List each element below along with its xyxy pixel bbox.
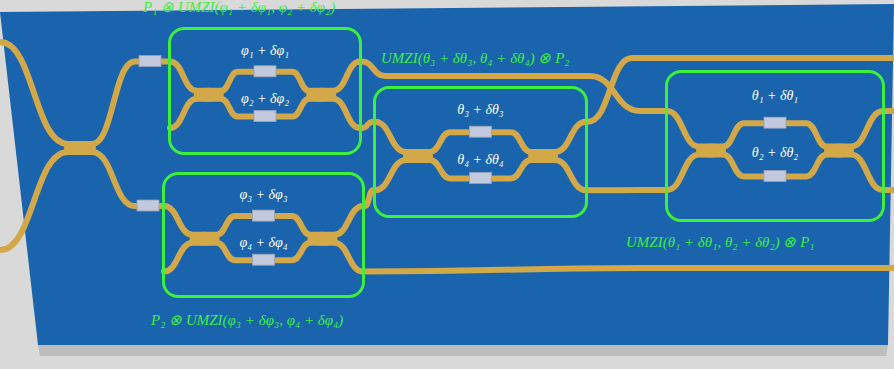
phase-heater xyxy=(764,117,786,128)
chip-edge xyxy=(38,345,888,356)
directional-coupler xyxy=(194,88,224,102)
phase-label: θ₂ + δθ₂ xyxy=(752,144,798,161)
chip-slab xyxy=(0,4,894,345)
mzi-box: P₂ ⊗ UMZI(φ₃ + δφ₃, φ₄ + δφ₄)φ₃ + δφ₃φ₄ … xyxy=(162,172,365,298)
output-waveguide xyxy=(885,108,894,114)
phase-heater xyxy=(254,111,276,122)
phase-label: θ₃ + δθ₃ xyxy=(457,101,503,118)
phase-label: φ₁ + δφ₁ xyxy=(241,42,289,59)
phase-heater xyxy=(253,210,275,221)
phase-heater xyxy=(470,172,492,183)
phase-heater xyxy=(254,66,276,77)
waveguide xyxy=(362,122,373,128)
phase-heater xyxy=(139,56,161,67)
phase-label: φ₂ + δφ₂ xyxy=(241,90,289,107)
directional-coupler xyxy=(528,149,558,163)
phase-heater xyxy=(764,170,786,181)
directional-coupler xyxy=(190,232,220,246)
phase-label: φ₃ + δφ₃ xyxy=(239,186,287,203)
mzi-label: UMZI(θ₃ + δθ₃, θ₄ + δθ₄) ⊗ P₂ xyxy=(381,49,570,67)
directional-coupler xyxy=(403,149,433,163)
output-waveguide xyxy=(365,268,894,272)
directional-coupler xyxy=(307,232,337,246)
output-waveguide xyxy=(885,187,894,193)
waveguide xyxy=(588,187,665,193)
mzi-label: P₁ ⊗ UMZI(φ₁ + δφ₁, φ₂ + δφ₂) xyxy=(143,0,335,16)
phase-label: φ₄ + δφ₄ xyxy=(239,234,287,251)
mzi-box: P₁ ⊗ UMZI(φ₁ + δφ₁, φ₂ + δφ₂)φ₁ + δφ₁φ₂ … xyxy=(168,27,362,155)
mzi-label: P₂ ⊗ UMZI(φ₃ + δφ₃, φ₄ + δφ₄) xyxy=(151,311,343,329)
phase-label: θ₁ + δθ₁ xyxy=(752,87,798,104)
phase-label: θ₄ + δθ₄ xyxy=(457,151,503,168)
mzi-box: UMZI(θ₃ + δθ₃, θ₄ + δθ₄) ⊗ P₂θ₃ + δθ₃θ₄ … xyxy=(373,86,588,218)
input-waveguide xyxy=(0,152,162,250)
phase-heater xyxy=(137,200,159,211)
mzi-label: UMZI(θ₁ + δθ₁, θ₂ + δθ₂) ⊗ P₁ xyxy=(626,233,815,251)
phase-heater xyxy=(470,126,492,137)
mzi-arm xyxy=(667,111,883,147)
input-waveguide xyxy=(0,42,168,144)
waveguide xyxy=(365,190,373,206)
mzi-box: UMZI(θ₁ + δθ₁, θ₂ + δθ₂) ⊗ P₁θ₁ + δθ₁θ₂ … xyxy=(665,70,885,222)
directional-coupler xyxy=(64,141,96,155)
mzi-arm xyxy=(164,206,363,235)
directional-coupler xyxy=(824,144,854,158)
mzi-arm xyxy=(375,122,586,152)
directional-coupler xyxy=(696,144,726,158)
directional-coupler xyxy=(306,88,336,102)
mzi-arm xyxy=(170,62,360,91)
phase-heater xyxy=(253,254,275,265)
